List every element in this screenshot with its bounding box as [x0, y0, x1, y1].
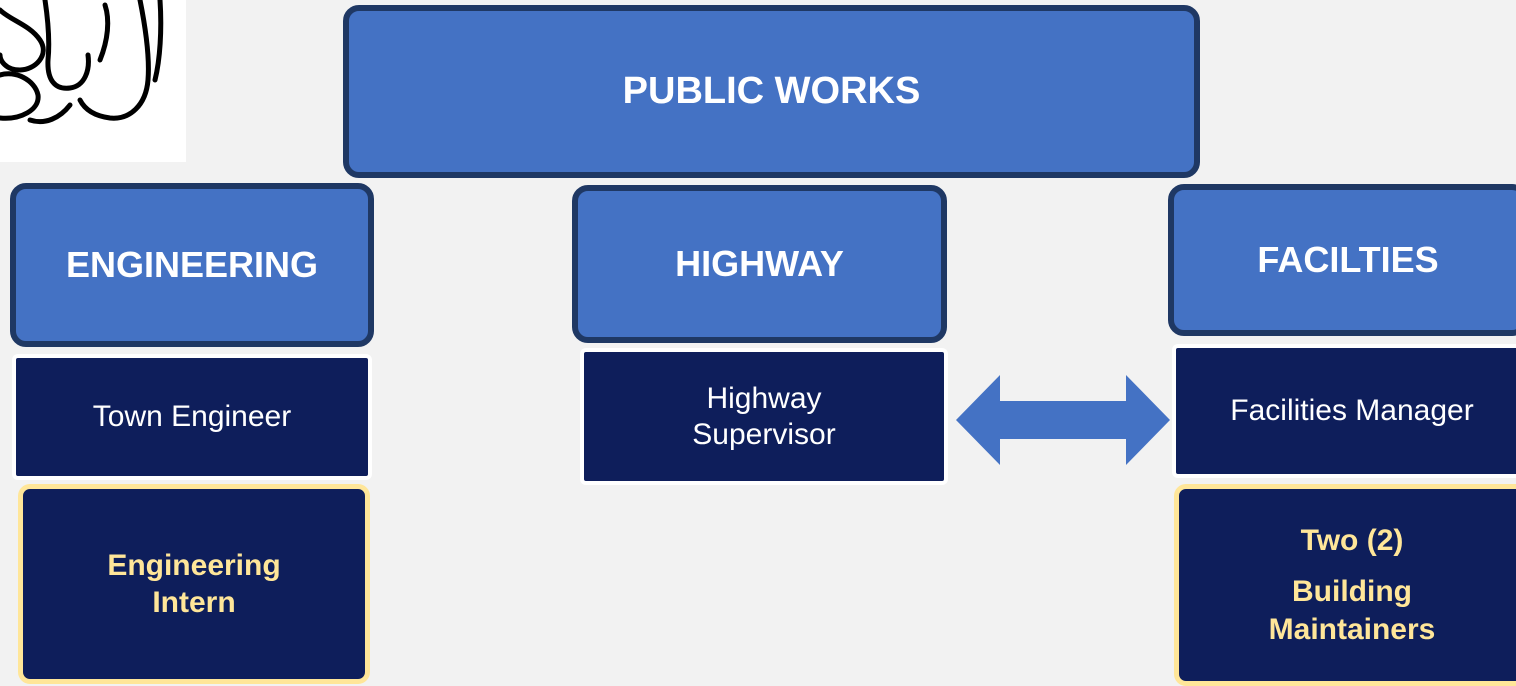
bidirectional-arrow-icon	[956, 375, 1170, 465]
engineering-label: ENGINEERING	[65, 244, 319, 285]
highway-department-node: HIGHWAY	[572, 185, 947, 343]
facilities-manager-label: Facilities Manager	[1230, 394, 1474, 427]
hand-logo-icon	[0, 0, 164, 125]
facilities-department-node: FACILTIES	[1168, 184, 1516, 336]
public-works-label: PUBLIC WORKS	[622, 70, 921, 112]
hand-drawing-logo	[0, 0, 186, 162]
town-engineer-label: Town Engineer	[92, 400, 292, 433]
highway-label: HIGHWAY	[675, 243, 844, 284]
building-maintainers-line-2: Building	[1292, 575, 1412, 609]
highway-supervisor-line-2: Supervisor	[692, 417, 836, 451]
building-maintainers-node: Two (2) Building Maintainers	[1174, 484, 1516, 686]
town-engineer-node: Town Engineer	[12, 354, 372, 480]
engineering-department-node: ENGINEERING	[10, 183, 374, 347]
facilities-manager-node: Facilities Manager	[1172, 344, 1516, 478]
public-works-node: PUBLIC WORKS	[343, 5, 1200, 178]
engineering-intern-line-1: Engineering	[107, 548, 281, 582]
building-maintainers-line-3: Maintainers	[1268, 612, 1436, 646]
engineering-intern-line-2: Intern	[152, 586, 236, 619]
engineering-intern-node: Engineering Intern	[18, 484, 370, 684]
highway-supervisor-node: Highway Supervisor	[580, 348, 948, 485]
facilities-label: FACILTIES	[1257, 239, 1439, 280]
highway-supervisor-line-1: Highway	[706, 381, 822, 415]
arrow-shape	[956, 375, 1170, 465]
building-maintainers-line-1: Two (2)	[1300, 523, 1404, 557]
